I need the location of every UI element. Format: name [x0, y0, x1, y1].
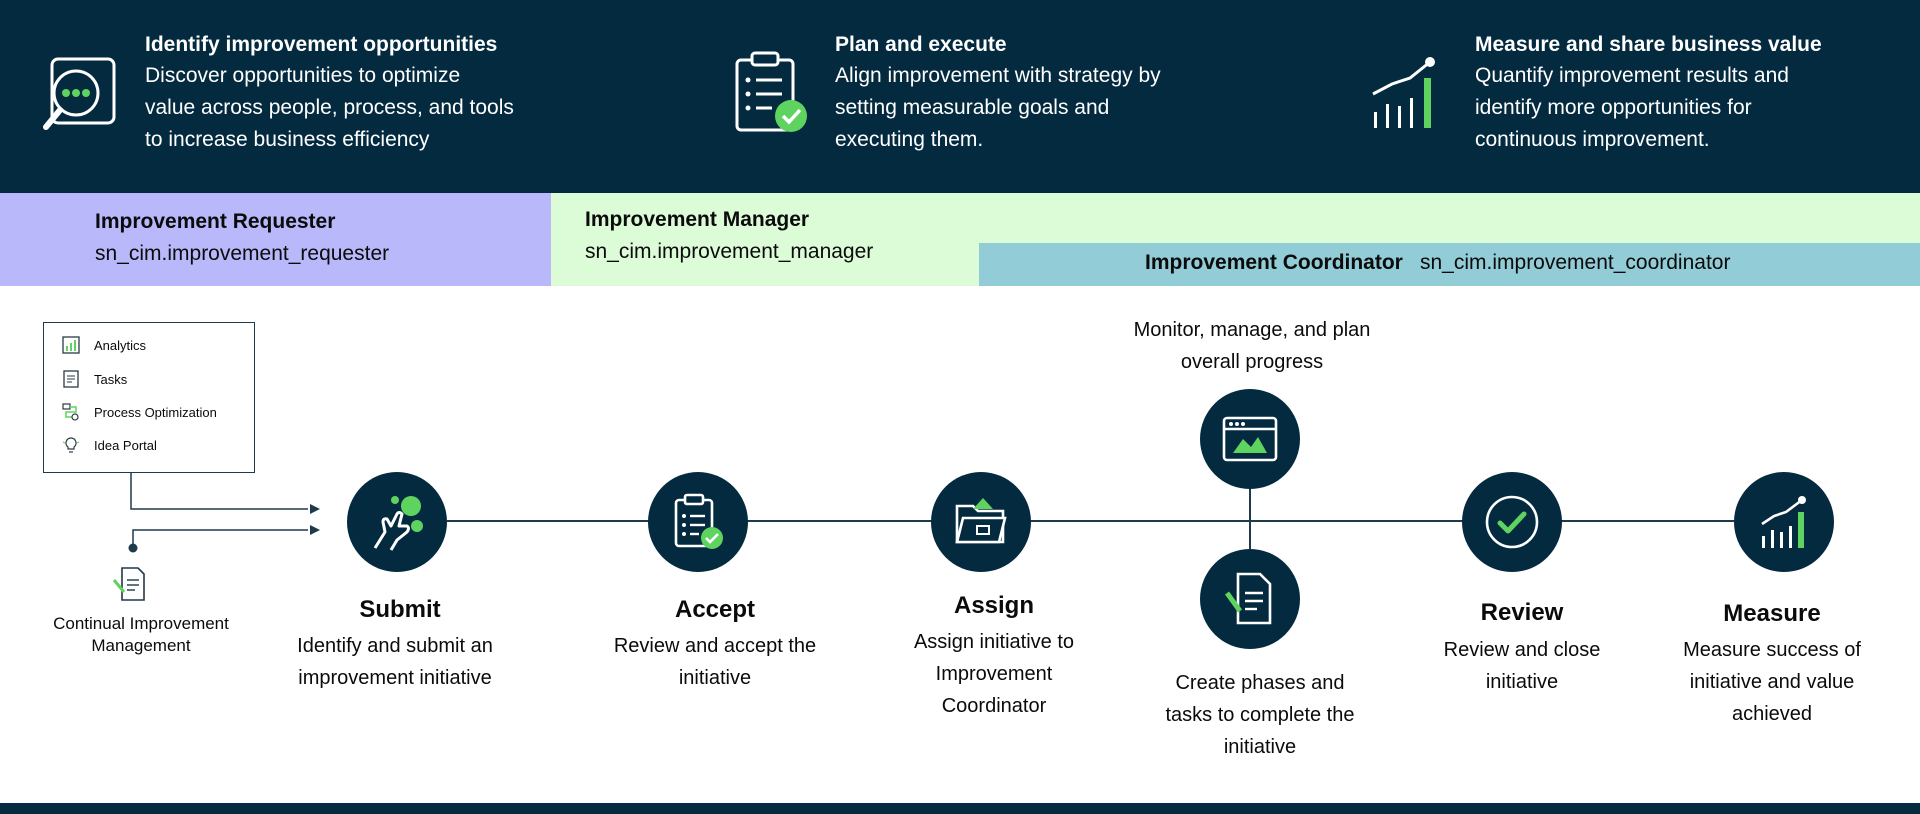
document-pen-icon — [1224, 572, 1272, 625]
cim-label: Continual Improvement Management — [53, 614, 229, 655]
monitor-desc: Monitor, manage, and plan overall progre… — [1133, 319, 1371, 373]
growth-chart-icon — [1370, 54, 1440, 135]
source-label: Analytics — [94, 337, 147, 353]
clipboard-check-icon — [674, 493, 723, 549]
role-manager-code: sn_cim.improvement_manager — [585, 240, 874, 263]
step-submit-desc: Identify and submit an improvement initi… — [297, 635, 493, 689]
analytics-icon — [62, 336, 80, 354]
step-submit-node — [347, 472, 447, 572]
source-label: Process Optimization — [94, 404, 217, 420]
step-accept-desc: Review and accept the initiative — [613, 635, 817, 689]
step-submit-title: Submit — [359, 596, 441, 623]
source-item-analytics: Analytics — [62, 333, 146, 357]
source-label: Tasks — [94, 371, 128, 387]
step-review-desc: Review and close initiative — [1443, 639, 1601, 693]
growth-chart-icon — [1761, 496, 1806, 548]
clipboard-check-icon — [734, 50, 810, 141]
feature-title: Identify improvement opportunities — [145, 33, 498, 56]
folder-upload-icon — [955, 498, 1007, 544]
tasks-icon — [63, 370, 79, 388]
feature-desc: Discover opportunities to optimize value… — [145, 64, 514, 151]
feature-title: Measure and share business value — [1475, 33, 1822, 56]
hand-touch-icon — [373, 496, 423, 551]
step-accept-title: Accept — [674, 596, 756, 623]
role-band-requester — [0, 193, 551, 286]
role-requester-code: sn_cim.improvement_requester — [95, 242, 390, 265]
feature-desc: Align improvement with strategy by setti… — [835, 64, 1161, 151]
step-assign-node — [931, 472, 1031, 572]
step-assign-desc: Assign initiative to Improvement Coordin… — [913, 631, 1075, 717]
process-optimization-icon — [62, 403, 79, 421]
feature-desc: Quantify improvement results and identif… — [1475, 64, 1789, 151]
feature-title: Plan and execute — [835, 33, 1007, 56]
step-measure-node — [1734, 472, 1834, 572]
step-review-title: Review — [1480, 599, 1564, 626]
bottom-bar — [0, 803, 1920, 814]
source-item-idea-portal: Idea Portal — [62, 433, 157, 457]
step-measure-desc: Measure success of initiative and value … — [1683, 639, 1861, 725]
source-item-process-optimization: Process Optimization — [62, 400, 217, 424]
step-accept-node — [648, 472, 748, 572]
sources-box: Analytics Tasks Process Optimization Ide… — [43, 322, 255, 473]
top-banner — [0, 0, 1920, 193]
feature-plan: Plan and execute Align improvement with … — [835, 30, 1205, 156]
role-coordinator-code: sn_cim.improvement_coordinator — [1420, 251, 1731, 274]
dashboard-window-icon — [1222, 416, 1278, 462]
role-requester-title: Improvement Requester — [95, 210, 336, 233]
monitor-node — [1200, 389, 1300, 489]
search-magnifier-icon — [42, 55, 120, 140]
source-label: Idea Portal — [94, 437, 157, 453]
feature-measure: Measure and share business value Quantif… — [1475, 30, 1845, 156]
step-measure-title: Measure — [1723, 600, 1821, 627]
create-phases-node — [1200, 549, 1300, 649]
role-coordinator-title: Improvement Coordinator — [1145, 251, 1403, 274]
feature-identify: Identify improvement opportunities Disco… — [145, 30, 515, 156]
create-phases-desc: Create phases and tasks to complete the … — [1165, 672, 1355, 758]
source-item-tasks: Tasks — [62, 367, 127, 391]
role-manager-title: Improvement Manager — [585, 208, 810, 231]
role-band-coordinator — [979, 243, 1920, 286]
document-pen-icon — [112, 566, 150, 607]
step-review-node — [1462, 472, 1562, 572]
step-assign-title: Assign — [953, 592, 1034, 619]
lightbulb-icon — [62, 437, 80, 453]
check-circle-icon — [1485, 495, 1539, 549]
